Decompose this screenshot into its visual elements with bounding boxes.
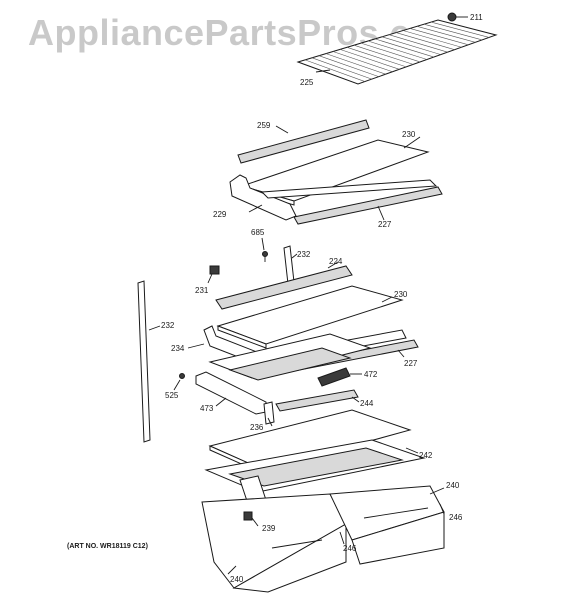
wire-rod [360,42,421,63]
part-230-glass-middle [216,285,404,349]
callout-229: 229 [213,210,227,219]
wire-rod [311,57,372,80]
callout-227-upper: 227 [378,220,392,229]
wire-rod [423,23,483,41]
wire-rod [346,47,407,68]
callout-244: 244 [360,399,374,408]
callout-240-left: 240 [230,575,244,584]
callout-259: 259 [257,121,271,130]
callout-239: 239 [262,524,276,533]
part-240-crisper-right [329,485,445,565]
callout-246-left: 246 [343,544,357,553]
part-229-shelf-frame [229,174,438,221]
wire-rod [339,49,400,70]
wire-rod [416,26,476,43]
callout-231: 231 [195,286,209,295]
art-number: (ART NO. WR18119 C12) [67,543,148,550]
part-240-crisper-left [201,493,347,593]
part-225-wire-shelf [296,19,498,85]
part-246-handle [339,503,445,545]
part-231-clip [207,265,220,284]
wire-rod [374,38,434,58]
part-211-clip [447,12,468,22]
wire-rod [325,53,386,75]
wire-rod [409,28,469,46]
part-239-stud [243,511,259,527]
part-685-screw [261,237,268,262]
part-224-trim [215,261,353,310]
callout-472: 472 [364,370,378,379]
callout-230-upper: 230 [402,130,416,139]
wire-rod [388,34,448,53]
callout-227-middle: 227 [404,359,418,368]
wire-rod [430,21,490,38]
callout-236: 236 [250,423,264,432]
wire-rod [332,51,393,73]
callout-242: 242 [419,451,433,460]
callout-525: 525 [165,391,179,400]
part-259-trim [237,119,370,164]
callout-246-right: 246 [449,513,463,522]
wire-rod [318,55,379,77]
callout-685: 685 [251,228,265,237]
part-pan-support-frame [204,439,426,511]
part-525-screw [173,373,185,391]
part-pan-cover-frame [208,333,372,381]
callout-225: 225 [300,78,314,87]
callout-240-right: 240 [446,481,460,490]
callout-232-upper: 232 [297,250,311,259]
wire-rod [353,44,414,65]
wire-rod [304,59,366,82]
part-232-ladder-left [137,280,161,443]
callout-473: 473 [200,404,214,413]
callout-230-middle: 230 [394,290,408,299]
part-232-ladder-upper [283,245,298,285]
part-472-slide [317,367,362,387]
callout-232-left: 232 [161,321,175,330]
part-236-bracket [263,401,275,427]
part-244-rail [275,389,360,412]
callout-234: 234 [171,344,185,353]
wire-rod [395,32,455,50]
wire-rod [402,30,462,48]
callout-211: 211 [470,13,483,22]
wire-rod [367,40,428,60]
wire-rod [381,36,441,55]
part-227-rail-upper [293,186,443,225]
callout-224: 224 [329,257,343,266]
